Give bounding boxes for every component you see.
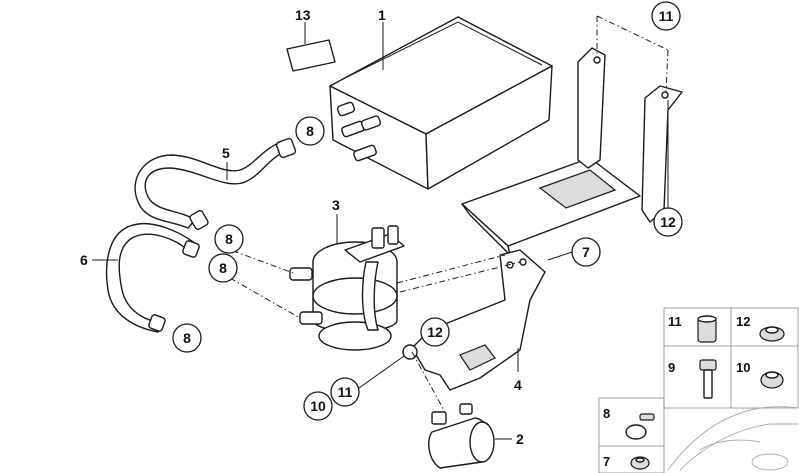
- part-4-bracket: [402, 249, 546, 391]
- callout-8-lower: 8: [208, 253, 238, 283]
- callout-10: 10: [303, 391, 333, 421]
- callout-8-bottom: 8: [172, 323, 202, 353]
- callout-2-label: 2: [516, 431, 524, 447]
- legend-10-label: 10: [736, 360, 750, 375]
- car-silhouette-icon: [667, 406, 799, 471]
- part-2-filter: [428, 403, 495, 469]
- part-3-pump: [289, 225, 405, 351]
- callout-5-label: 5: [222, 145, 230, 161]
- callout-8-mid-label: 8: [225, 231, 233, 247]
- legend-7-label: 7: [603, 454, 610, 469]
- callout-13: 13: [295, 7, 311, 44]
- parts-legend: 11 12 9 10 8 7: [598, 307, 799, 473]
- assembly-lines: [219, 245, 521, 413]
- callout-2: 2: [495, 431, 524, 447]
- callout-3: 3: [332, 197, 340, 244]
- callout-4: 4: [514, 348, 522, 393]
- callout-1: 1: [378, 7, 386, 70]
- callout-11-top-label: 11: [659, 8, 674, 24]
- callout-6-label: 6: [80, 252, 88, 268]
- legend-item-10: 10: [736, 360, 784, 389]
- callout-12-mid: 12: [420, 317, 450, 347]
- legend-9-label: 9: [668, 360, 675, 375]
- part-6-hose: [105, 222, 200, 333]
- callout-7-label: 7: [582, 244, 590, 260]
- callout-4-label: 4: [514, 377, 522, 393]
- callout-7: 7: [547, 237, 601, 267]
- callout-8-lower-label: 8: [219, 260, 227, 276]
- callout-12-mid-label: 12: [427, 324, 443, 340]
- callout-1-label: 1: [378, 7, 386, 23]
- legend-8-label: 8: [603, 406, 610, 421]
- callout-10-label: 10: [310, 398, 326, 414]
- callout-8-mid: 8: [214, 224, 244, 254]
- part-bracket-frame: [461, 15, 683, 256]
- part-13-label-pad: [286, 39, 336, 72]
- legend-item-11: 11: [668, 314, 717, 343]
- callout-3-label: 3: [332, 197, 340, 213]
- callout-11-mid-label: 11: [338, 384, 353, 400]
- legend-11-label: 11: [668, 314, 682, 329]
- callout-6: 6: [80, 252, 118, 268]
- legend-item-7: 7: [603, 454, 650, 470]
- callout-11-top: 11: [651, 1, 681, 31]
- legend-item-8: 8: [603, 406, 655, 440]
- callout-8-bottom-label: 8: [183, 330, 191, 346]
- callout-5: 5: [222, 145, 230, 180]
- legend-12-label: 12: [736, 314, 750, 329]
- part-5-hose: [134, 137, 297, 231]
- legend-item-9: 9: [668, 359, 717, 399]
- callout-12-right-label: 12: [660, 214, 676, 230]
- callout-12-right: 12: [653, 100, 683, 237]
- callout-8-top: 8: [295, 116, 325, 146]
- part-1-canister: [329, 16, 553, 190]
- callout-8-top-label: 8: [306, 123, 314, 139]
- legend-item-12: 12: [736, 314, 785, 342]
- callout-13-label: 13: [295, 7, 311, 23]
- callout-11-mid: 11: [330, 355, 405, 407]
